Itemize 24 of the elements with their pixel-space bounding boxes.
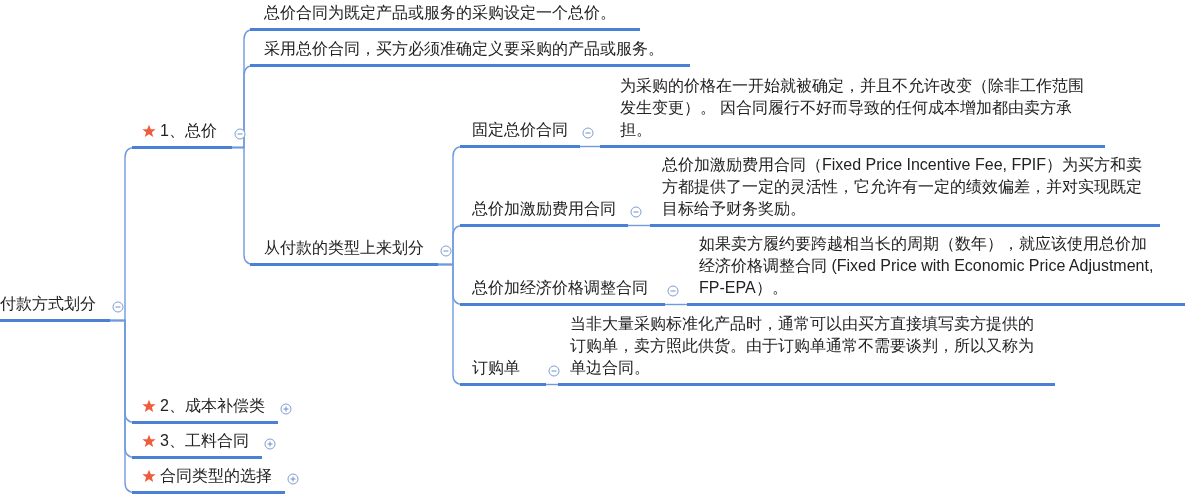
topic-text: 总价加激励费用合同 <box>472 199 616 219</box>
topic-node <box>132 394 278 424</box>
topic-node <box>250 1 640 31</box>
connector-line <box>579 145 601 148</box>
connector-line <box>627 224 651 227</box>
topic-text: 3、工料合同 <box>160 431 249 451</box>
topic-text: 2、成本补偿类 <box>160 396 265 416</box>
topic-node <box>0 292 110 322</box>
connector-line <box>545 383 559 386</box>
topic-text: 总价加经济价格调整合同 <box>472 278 648 298</box>
topic-node <box>250 236 438 266</box>
connector-line <box>664 303 688 306</box>
topic-text: 固定总价合同 <box>472 120 568 140</box>
topic-text: 为采购的价格在一开始就被确定，并且不允许改变（除非工作范围发生变更）。 因合同履行不好而导致的任何成本增加都由卖方承担。 <box>620 76 1085 140</box>
topic-text: 当非大量采购标准化产品时，通常可以由买方直接填写卖方提供的订购单，卖方照此供货。由于订购单通常不需要谈判，所以又称为单边合同。 <box>570 314 1035 378</box>
topic-text: 总价加激励费用合同（Fixed Price Incentive Fee, FPIF）为买方和卖方都提供了一定的灵活性，它允许有一定的绩效偏差，并对实现既定目标给予财务奖励。 <box>662 155 1144 219</box>
topic-text: 1、总价 <box>160 121 217 141</box>
topic-text: 总价合同为既定产品或服务的采购设定一个总价。 <box>264 3 616 23</box>
topic-text: 采用总价合同，买方必须准确定义要采购的产品或服务。 <box>264 39 664 59</box>
topic-text: 订购单 <box>472 358 520 378</box>
topic-text: 如果卖方履约要跨越相当长的周期（数年），就应该使用总价加经济价格调整合同 (Fixed Price with Economic Price Adjustment, FP-EPA）。 <box>699 234 1155 298</box>
topic-text: 付款方式划分 <box>0 294 96 314</box>
topic-text: 合同类型的选择 <box>160 466 272 486</box>
topic-text: 从付款的类型上来划分 <box>264 238 424 258</box>
